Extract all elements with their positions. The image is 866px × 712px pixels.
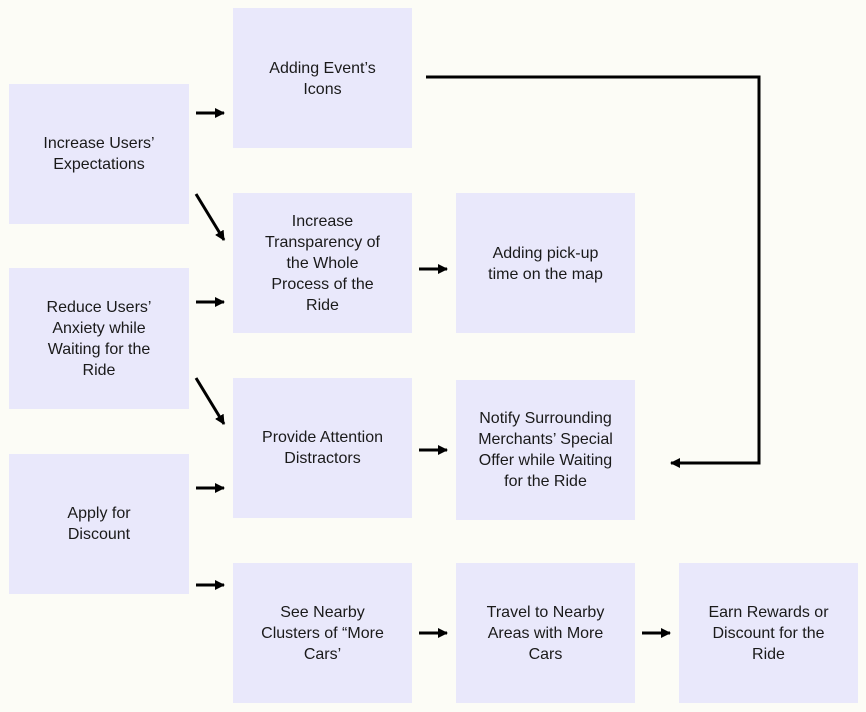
node-reduce-users-anxiety: Reduce Users’ Anxiety while Waiting for …	[9, 268, 189, 409]
node-label: Adding Event’s Icons	[269, 60, 376, 98]
node-label: Provide Attention Distractors	[262, 429, 383, 467]
node-increase-transparency: Increase Transparency of the Whole Proce…	[233, 193, 412, 333]
node-label: Travel to Nearby Areas with More Cars	[486, 603, 605, 663]
node-adding-event-icons: Adding Event’s Icons	[233, 8, 412, 148]
node-label: Reduce Users’ Anxiety while Waiting for …	[46, 298, 152, 379]
node-label: Apply for Discount	[67, 505, 131, 543]
node-see-nearby-clusters: See Nearby Clusters of “More Cars’	[233, 563, 412, 703]
node-label: Notify Surrounding Merchants’ Special Of…	[478, 410, 613, 490]
node-label: Increase Transparency of the Whole Proce…	[264, 212, 380, 314]
arrow-expectations-to-transparency	[194, 193, 226, 241]
node-label: Adding pick-up time on the map	[488, 245, 603, 283]
node-adding-pickup-time: Adding pick-up time on the map	[456, 193, 635, 333]
node-provide-attention-distractors: Provide Attention Distractors	[233, 378, 412, 518]
node-earn-rewards: Earn Rewards or Discount for the Ride	[679, 563, 858, 703]
arrow-anxiety-to-distractors	[194, 377, 226, 425]
node-travel-to-nearby-areas: Travel to Nearby Areas with More Cars	[456, 563, 635, 703]
node-label: Increase Users’ Expectations	[43, 135, 155, 173]
node-label: See Nearby Clusters of “More Cars’	[261, 603, 384, 663]
node-label: Earn Rewards or Discount for the Ride	[708, 603, 829, 663]
node-notify-merchants-offer: Notify Surrounding Merchants’ Special Of…	[456, 380, 635, 520]
node-apply-for-discount: Apply for Discount	[9, 454, 189, 594]
node-increase-users-expectations: Increase Users’ Expectations	[9, 84, 189, 224]
